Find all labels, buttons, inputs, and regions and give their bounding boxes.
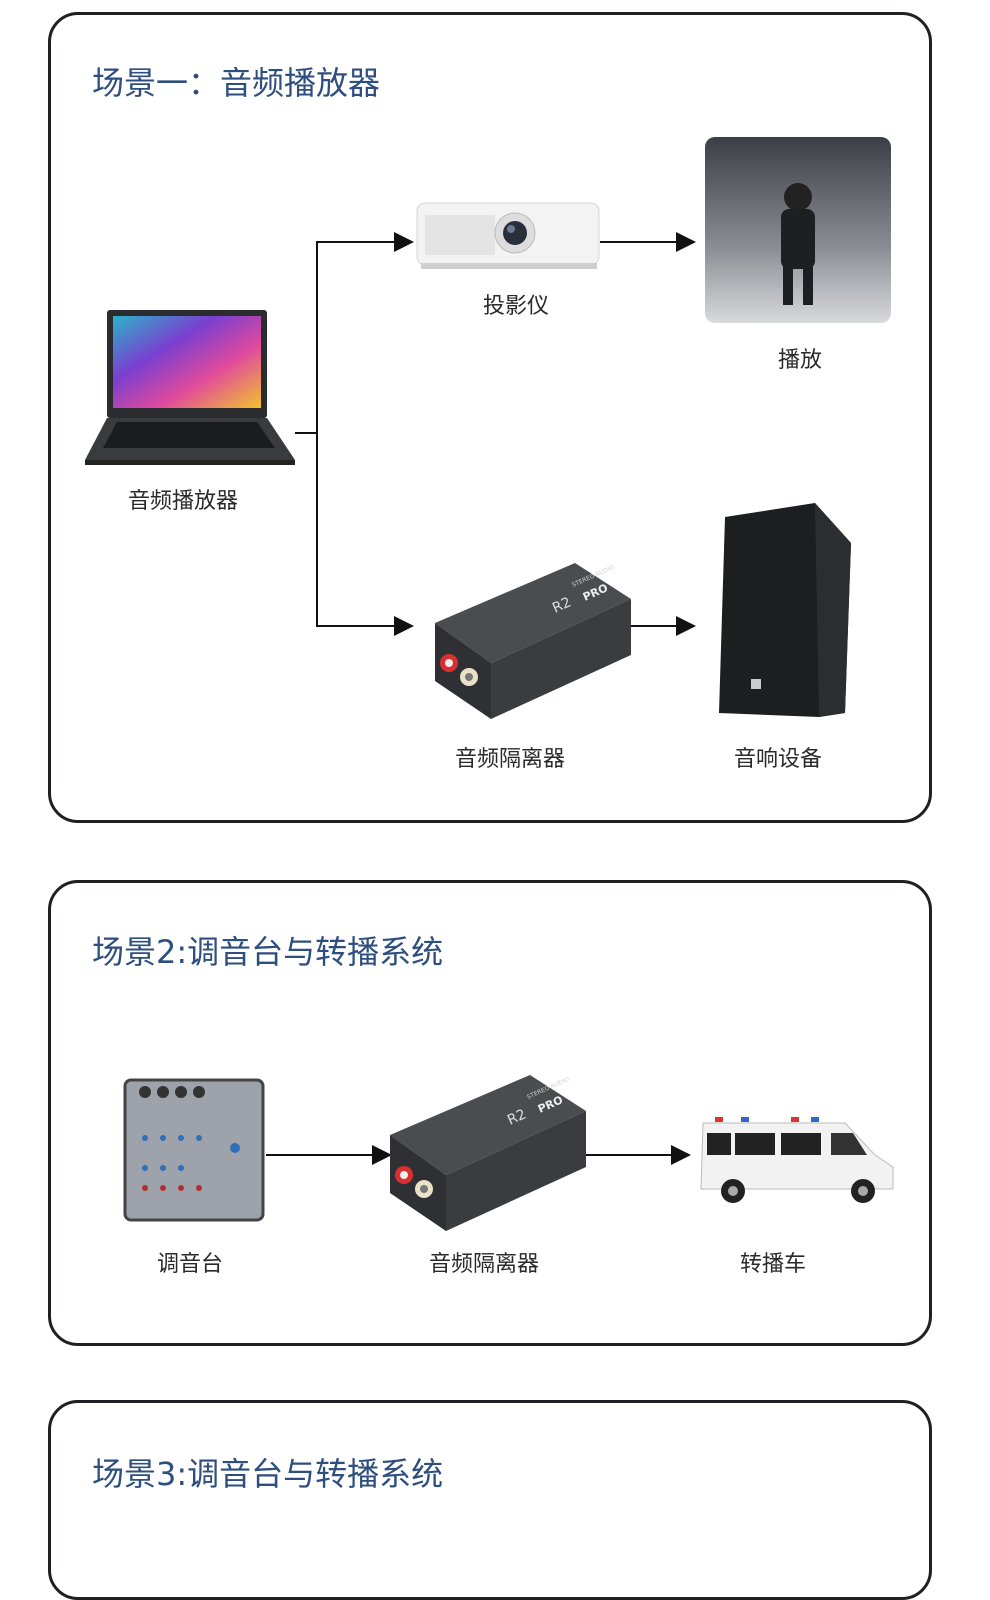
connector-line [585, 1154, 673, 1156]
mixer-image [123, 1078, 265, 1222]
connector-line [630, 625, 678, 627]
arrow-icon [676, 232, 696, 252]
arrow-icon [671, 1145, 691, 1165]
laptop-image [85, 310, 295, 465]
scene-2-title: 场景2:调音台与转播系统 [92, 933, 444, 971]
scene-3-title: 场景3:调音台与转播系统 [92, 1455, 444, 1493]
audio-isolator-image: R2 PRO STEREO AUDIO [390, 1075, 586, 1231]
broadcast-van-image [700, 1117, 894, 1203]
connector-line [600, 241, 678, 243]
connector-line [316, 625, 396, 627]
isolator-label: 音频隔离器 [454, 747, 566, 772]
isolator-model-text: R2 [505, 1106, 529, 1128]
van-label: 转播车 [739, 1252, 807, 1277]
connector-line [316, 241, 318, 627]
playback-image [705, 137, 891, 323]
isolator-label: 音频隔离器 [428, 1252, 540, 1277]
speaker-image [719, 503, 851, 717]
arrow-icon [676, 616, 696, 636]
projector-label: 投影仪 [482, 294, 550, 319]
isolator-model-text: R2 [550, 594, 574, 616]
projector-image [416, 202, 600, 269]
mixer-label: 调音台 [156, 1252, 224, 1277]
connector-line [266, 1154, 374, 1156]
arrow-icon [394, 232, 414, 252]
speaker-label: 音响设备 [733, 747, 823, 772]
connector-line [295, 432, 318, 434]
scene-1-title: 场景一：音频播放器 [92, 64, 381, 102]
playback-label: 播放 [777, 348, 823, 373]
player-label: 音频播放器 [127, 489, 239, 514]
audio-isolator-image: R2 PRO STEREO AUDIO [435, 563, 631, 719]
connector-line [316, 241, 396, 243]
arrow-icon [394, 616, 414, 636]
scene-3-card [48, 1400, 932, 1600]
arrow-icon [372, 1145, 392, 1165]
